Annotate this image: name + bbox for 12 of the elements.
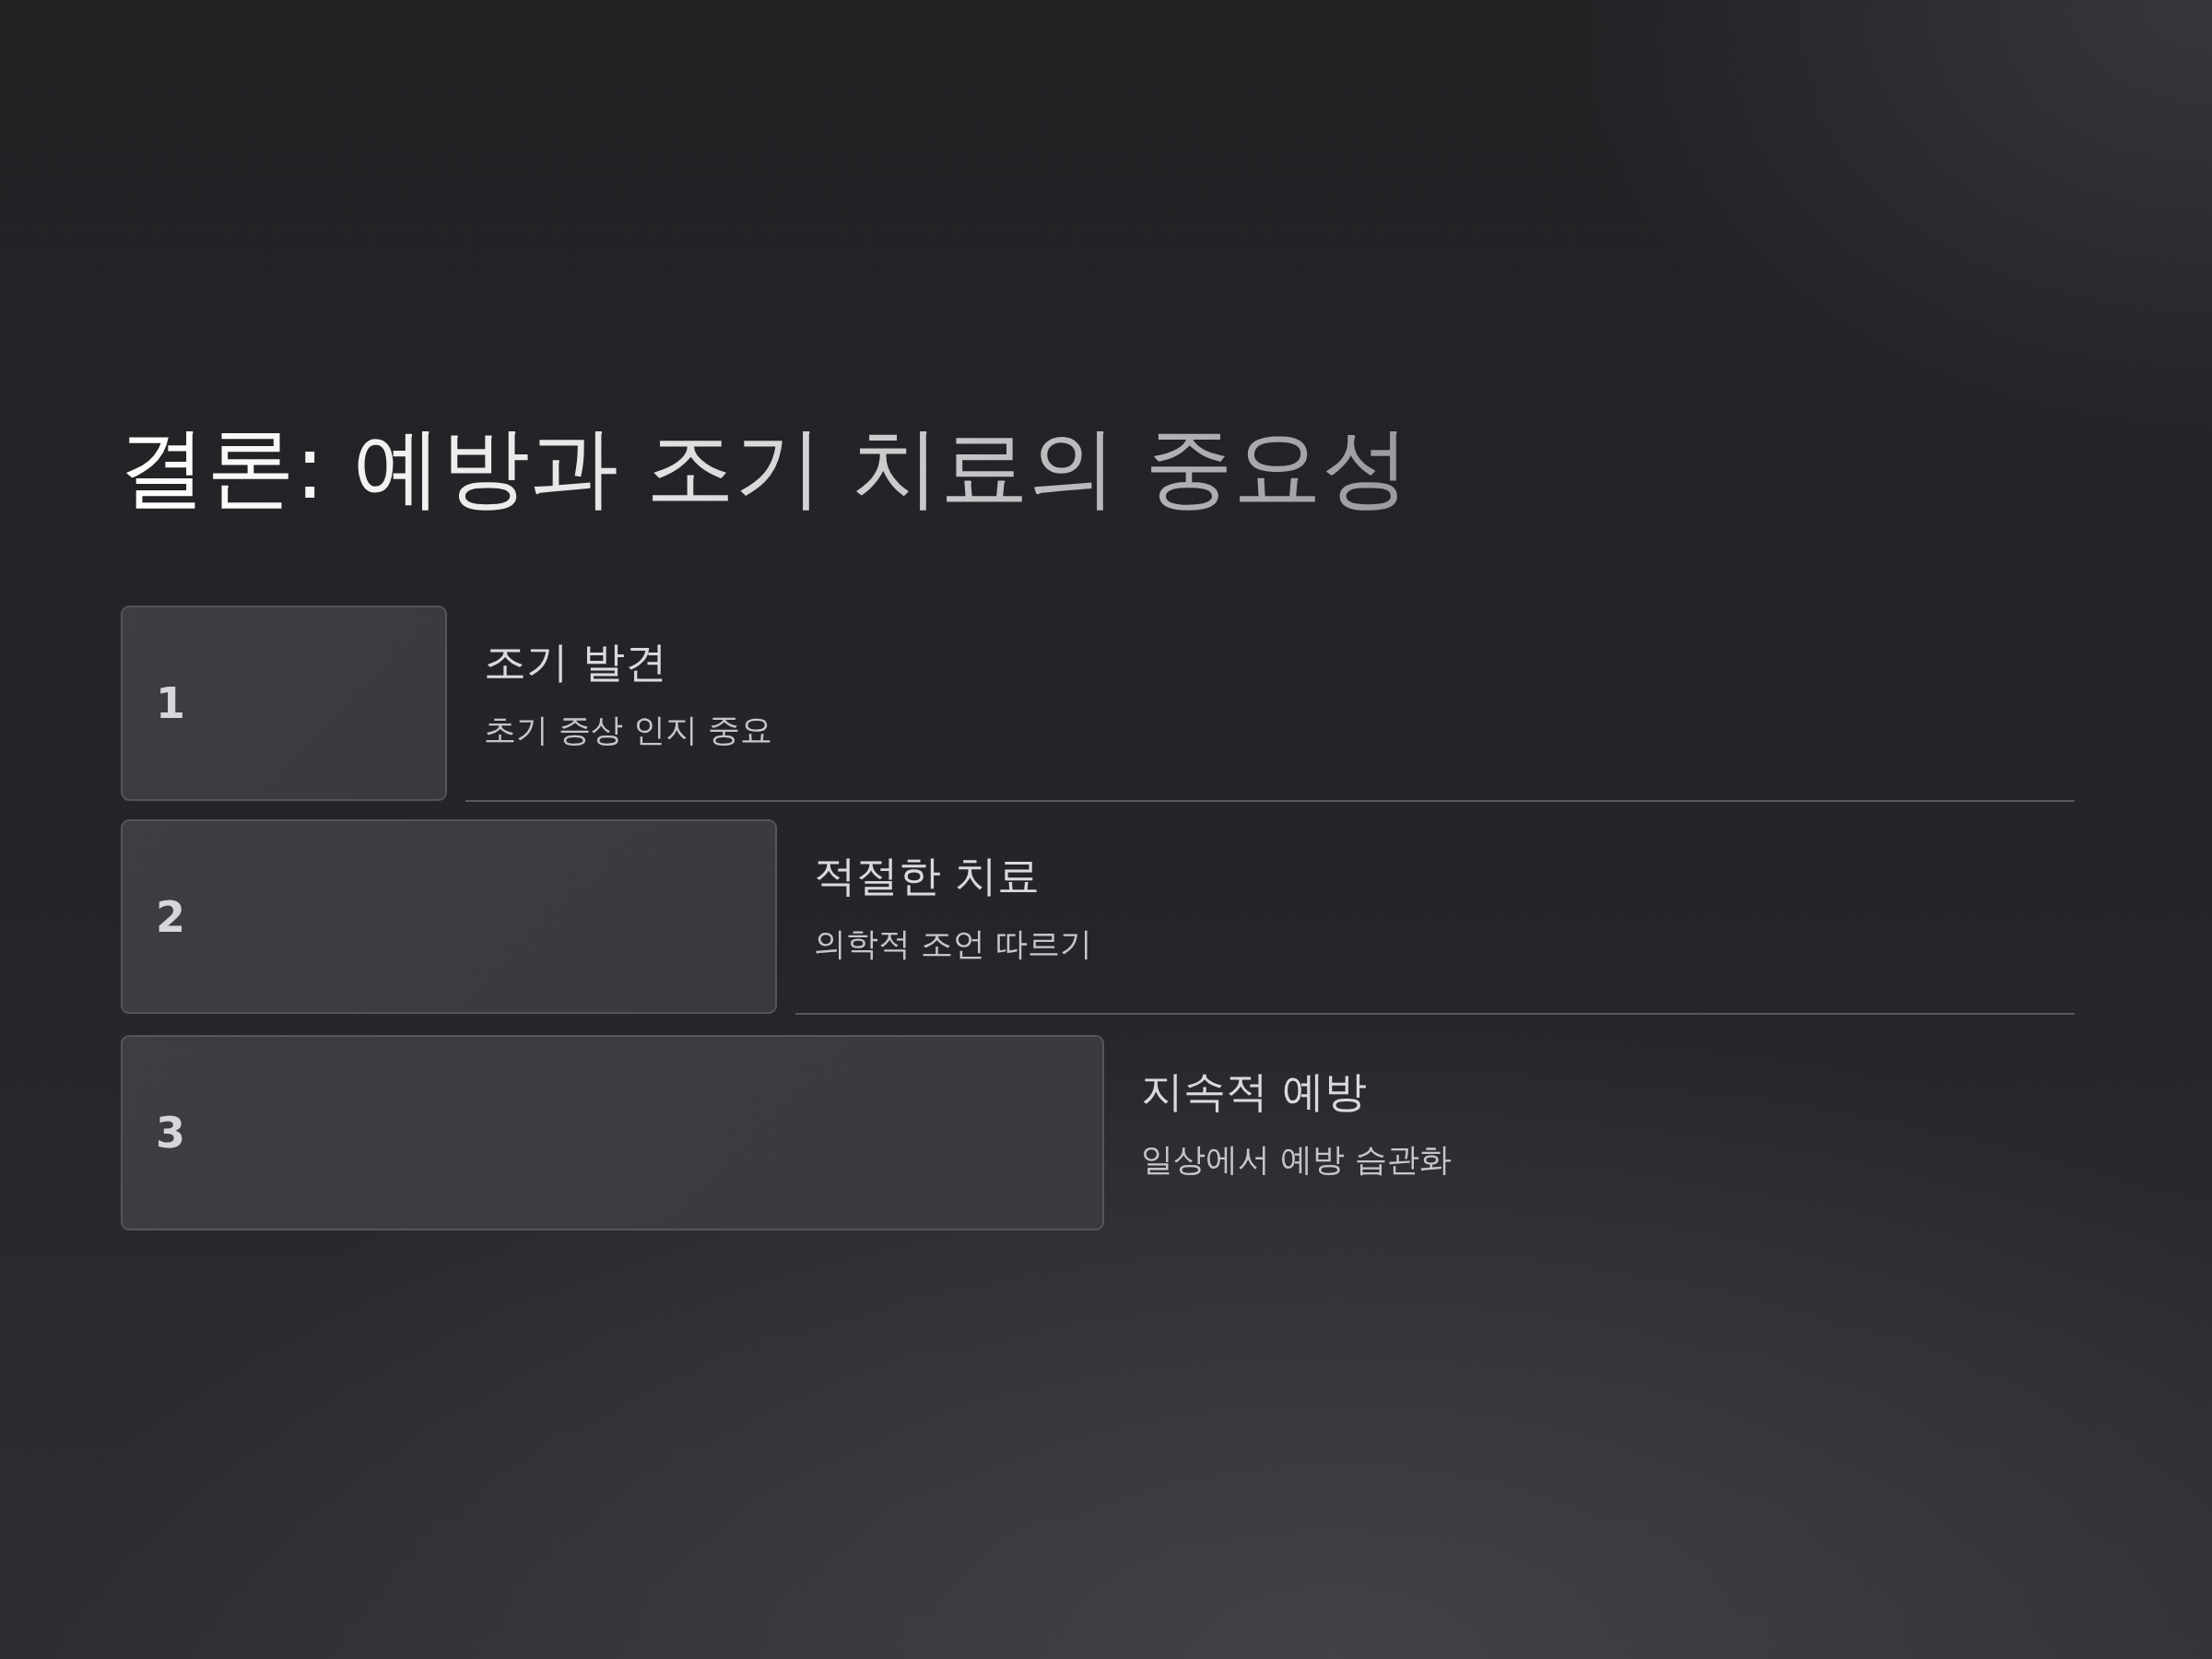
step-description: 일상에서 예방 습관화 <box>1141 1140 1453 1179</box>
step-heading: 적절한 치료 <box>814 851 1040 902</box>
step-description: 초기 증상 인지 중요 <box>484 711 773 749</box>
step-number: 2 <box>156 895 185 938</box>
step-number: 3 <box>156 1112 185 1154</box>
step-bar <box>121 1035 1104 1230</box>
step-bar <box>121 606 447 801</box>
step-heading: 지속적 예방 <box>1141 1066 1367 1118</box>
step-description: 의학적 조언 따르기 <box>814 924 1093 963</box>
step-bar <box>121 819 777 1014</box>
step-number: 1 <box>156 682 185 724</box>
step-heading: 조기 발견 <box>484 637 667 688</box>
